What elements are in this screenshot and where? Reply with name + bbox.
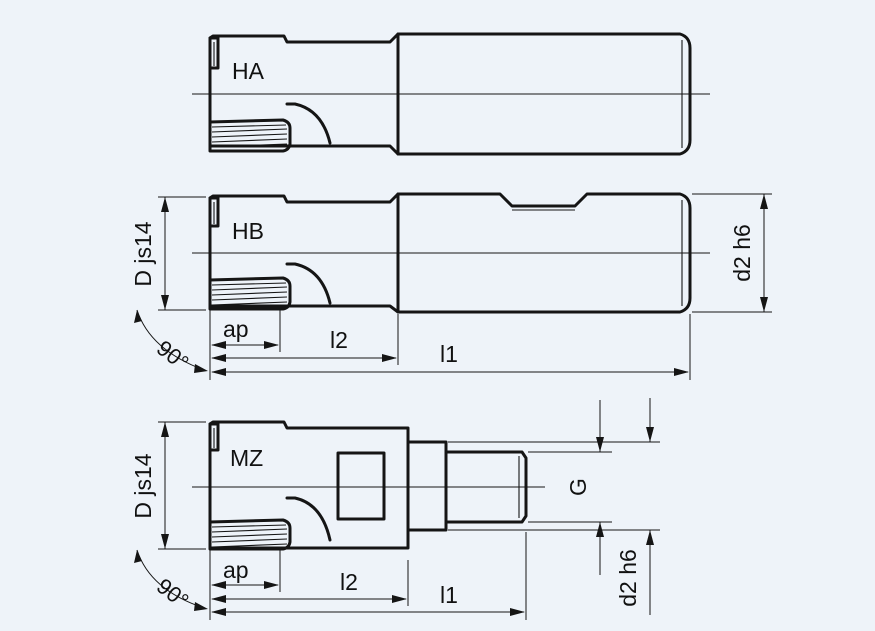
ha-label: HA	[232, 58, 265, 84]
mz-dim-l2: l2	[211, 560, 409, 606]
mz-insert-teeth	[211, 524, 288, 548]
hb-dim-angle: 90°	[134, 309, 211, 380]
mz-dim-d-js14: D js14	[130, 421, 206, 550]
hb-dim-l2: l2	[211, 314, 399, 365]
hb-ap-label: ap	[223, 316, 249, 342]
ha-bottom-insert	[208, 118, 292, 153]
view-hb: HB D js14 d2 h6 90°	[130, 192, 772, 380]
mz-dim-angle: 90°	[134, 549, 211, 620]
mz-g-label: G	[565, 478, 591, 496]
mz-d2-h6-label: d2 h6	[615, 549, 641, 607]
hb-l1-label: l1	[440, 341, 458, 367]
mz-head-outline	[208, 420, 410, 550]
hb-dim-l1: l1	[211, 314, 691, 380]
mz-dim-d2-h6: d2 h6	[448, 398, 660, 615]
view-ha: HA	[192, 32, 710, 156]
hb-angle-label: 90°	[152, 335, 194, 375]
mz-label: MZ	[230, 445, 263, 471]
ha-flute	[285, 102, 332, 145]
mz-dim-ap: ap	[211, 550, 281, 592]
ha-insert-teeth	[211, 124, 288, 148]
hb-dim-d2-h6: d2 h6	[692, 193, 772, 313]
hb-dim-d-js14: D js14	[130, 196, 206, 311]
ha-head-outline	[208, 32, 692, 156]
mz-thread	[444, 450, 528, 524]
mz-dim-l1: l1	[211, 532, 527, 620]
hb-flute	[285, 262, 332, 305]
hb-l2-label: l2	[330, 327, 348, 353]
mz-bottom-insert	[208, 518, 292, 551]
mz-key-slot	[336, 451, 386, 521]
ha-top-insert	[208, 36, 220, 70]
mz-flute	[285, 496, 332, 542]
mz-d-js14-label: D js14	[130, 453, 156, 518]
mz-angle-label: 90°	[152, 573, 194, 613]
mz-l1-label: l1	[440, 582, 458, 608]
hb-label: HB	[232, 218, 264, 244]
hb-d2-h6-label: d2 h6	[729, 224, 755, 282]
view-mz: MZ D js14 G d2 h6	[130, 398, 660, 620]
hb-head-outline	[208, 192, 692, 314]
hb-top-insert	[208, 196, 220, 228]
mz-l2-label: l2	[340, 569, 358, 595]
hb-insert-teeth	[211, 282, 288, 306]
mz-neck	[406, 440, 448, 532]
hb-d-js14-label: D js14	[130, 221, 156, 286]
mz-top-insert	[208, 422, 220, 452]
hb-bottom-insert	[208, 276, 292, 311]
mz-ap-label: ap	[223, 557, 249, 583]
hb-dim-ap: ap	[211, 310, 281, 352]
